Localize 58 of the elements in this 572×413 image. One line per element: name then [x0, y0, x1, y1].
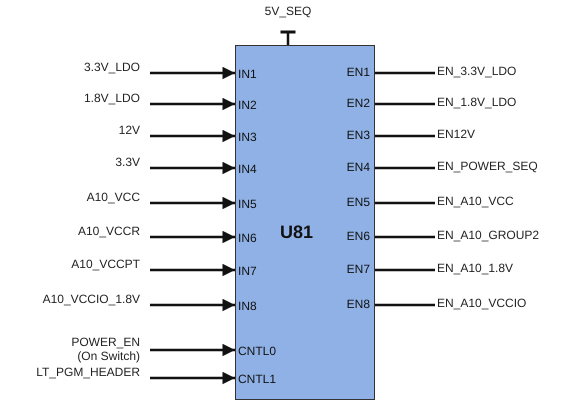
- signal-label: EN12V: [435, 127, 476, 141]
- pin-label: IN8: [238, 299, 257, 313]
- signal-label: EN_A10_1.8V: [435, 261, 514, 275]
- signal-line: [375, 102, 435, 106]
- signal-label: A10_VCCIO_1.8V: [42, 292, 150, 306]
- pin-label: EN4: [346, 160, 370, 174]
- signal-label: EN_3.3V_LDO: [435, 64, 516, 78]
- pin-label: EN2: [346, 96, 370, 110]
- signal-line: [375, 304, 435, 306]
- arrow: [150, 130, 235, 142]
- arrow: [150, 66, 235, 80]
- signal-label: 5V_SEQ: [248, 4, 328, 32]
- pin-label: EN1: [346, 65, 370, 79]
- pin-label: EN7: [346, 262, 370, 276]
- arrow: [150, 372, 235, 384]
- pin-label: IN3: [238, 130, 257, 144]
- signal-label: EN_A10_VCC: [435, 194, 514, 208]
- signal-line: [375, 72, 435, 74]
- pin-label: IN2: [238, 98, 257, 112]
- power-flag-line: [279, 30, 297, 45]
- pin-label: IN7: [238, 264, 257, 278]
- signal-label: LT_PGM_HEADER: [36, 365, 150, 379]
- signal-line: [375, 202, 435, 204]
- signal-label: 1.8V_LDO: [84, 91, 150, 105]
- signal-line: [375, 134, 435, 138]
- arrow: [150, 344, 235, 356]
- signal-label: EN_1.8V_LDO: [435, 95, 516, 109]
- pin-label: IN5: [238, 197, 257, 211]
- pin-label: CNTL0: [238, 344, 276, 358]
- signal-label: A10_VCCR: [78, 224, 150, 238]
- signal-label: 3.3V: [115, 155, 150, 169]
- arrow: [150, 196, 235, 210]
- signal-label: EN_POWER_SEQ: [435, 159, 538, 173]
- pin-label: IN6: [238, 231, 257, 245]
- signal-label: EN_A10_VCCIO: [435, 296, 526, 310]
- signal-label: A10_VCC: [86, 190, 150, 204]
- pin-label: EN3: [346, 128, 370, 142]
- chip-box: [235, 45, 375, 400]
- signal-label: 3.3V_LDO: [84, 60, 150, 74]
- arrow: [150, 230, 235, 244]
- pin-label: IN1: [238, 67, 257, 81]
- reference-designator: U81: [280, 222, 314, 242]
- signal-line: [375, 166, 435, 170]
- arrow: [150, 298, 235, 312]
- signal-label: 12V: [118, 123, 150, 137]
- signal-label: EN_A10_GROUP2: [435, 228, 540, 242]
- pin-label: EN5: [346, 195, 370, 209]
- arrow: [150, 264, 235, 276]
- pin-label: CNTL1: [238, 372, 276, 386]
- pin-label: EN6: [346, 229, 370, 243]
- arrow: [150, 162, 235, 174]
- signal-line: [375, 236, 435, 238]
- signal-label: POWER_EN (On Switch): [68, 335, 150, 363]
- signal-label: A10_VCCPT: [71, 257, 150, 271]
- pin-label: IN4: [238, 162, 257, 176]
- signal-line: [375, 268, 435, 272]
- arrow: [150, 98, 235, 110]
- pin-label: EN8: [346, 297, 370, 311]
